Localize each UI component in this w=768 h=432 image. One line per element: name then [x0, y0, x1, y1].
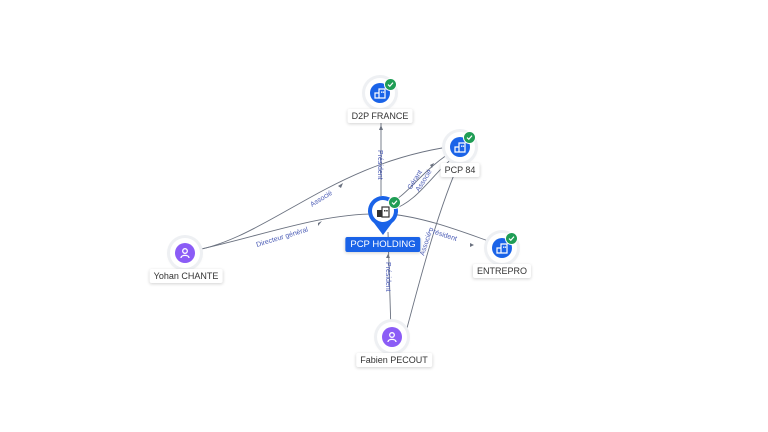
arrow-head — [470, 243, 474, 247]
edge-label-fabien-pcp84: Associé — [419, 231, 433, 257]
edge-label-holding-d2p: Président — [376, 150, 383, 180]
edge-label-yohan-pcp84: Associé — [309, 190, 334, 209]
edge-label-yohan-holding: Directeur général — [256, 226, 310, 249]
edge-yohan-holding — [186, 213, 382, 253]
check-icon — [505, 232, 518, 245]
arrow-head — [386, 254, 390, 258]
building-icon — [377, 206, 390, 218]
check-icon — [463, 131, 476, 144]
node-label: PCP 84 — [440, 163, 480, 177]
node-label: Yohan CHANTE — [149, 269, 223, 283]
user-icon — [387, 332, 397, 343]
arrow-head — [379, 125, 383, 130]
building-icon — [374, 87, 386, 99]
arrow-head — [318, 221, 322, 226]
node-label: Fabien PECOUT — [356, 353, 432, 367]
node-label: PCP HOLDING — [345, 237, 421, 252]
building-icon — [454, 141, 466, 153]
node-label: D2P FRANCE — [347, 109, 413, 123]
edge-label-fabien-holding: Président — [384, 262, 391, 292]
check-icon — [388, 196, 401, 209]
user-icon — [180, 248, 190, 259]
edge-yohan-pcp84 — [186, 144, 464, 253]
arrow-head — [338, 183, 343, 188]
node-label: ENTREPRO — [472, 264, 532, 278]
building-icon — [496, 242, 508, 254]
check-icon — [384, 78, 397, 91]
arrow-head — [430, 163, 434, 168]
